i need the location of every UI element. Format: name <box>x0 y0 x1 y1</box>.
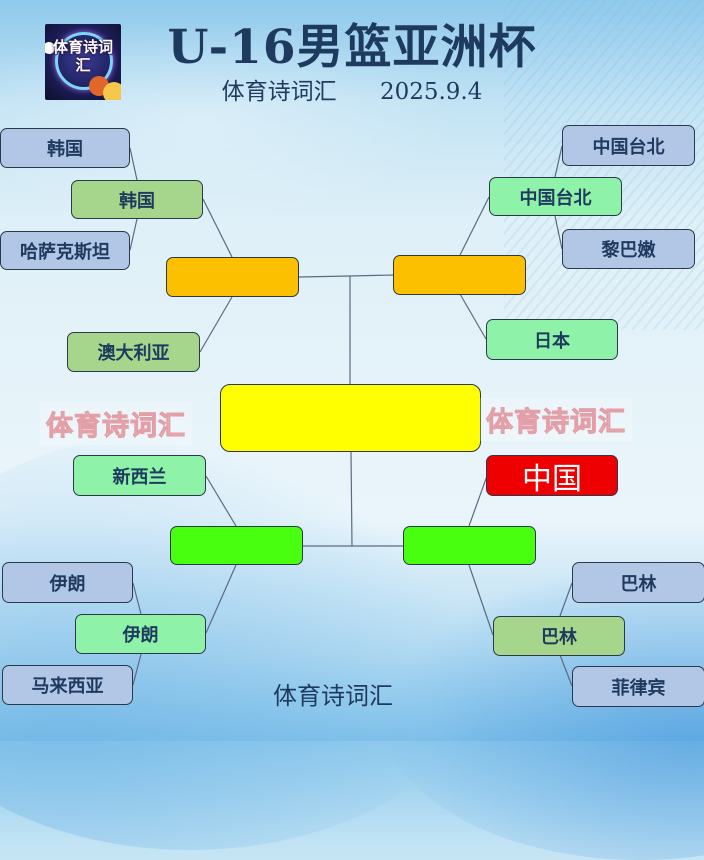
watermark-right: 体育诗词汇 <box>480 398 632 441</box>
team-round1-bl-2: 马来西亚 <box>2 665 133 705</box>
team-winner-tr: 中国台北 <box>489 177 622 216</box>
team-seed-bl: 新西兰 <box>73 455 206 496</box>
team-round1-tr-2: 黎巴嫩 <box>562 229 695 269</box>
team-seed-tl: 澳大利亚 <box>67 332 200 372</box>
semifinal-slot-tl <box>166 257 299 297</box>
semifinal-slot-br <box>403 526 536 565</box>
brand-logo: 体育诗词汇 <box>45 24 121 100</box>
soccer-ball-icon <box>45 42 55 54</box>
footer-brand: 体育诗词汇 <box>273 682 393 710</box>
team-round1-tr-1: 中国台北 <box>562 125 695 166</box>
team-round1-tl-2: 哈萨克斯坦 <box>0 231 130 270</box>
team-winner-tl: 韩国 <box>71 180 203 219</box>
final-slot <box>220 384 481 452</box>
page-title: U-16男篮亚洲杯 <box>167 20 537 75</box>
team-winner-bl: 伊朗 <box>75 614 206 654</box>
team-seed-tr: 日本 <box>486 319 618 360</box>
brand-name: 体育诗词汇 <box>221 79 337 105</box>
date: 2025.9.4 <box>379 79 483 105</box>
team-winner-br: 巴林 <box>493 616 625 656</box>
subtitle: 体育诗词汇 2025.9.4 <box>0 72 704 106</box>
team-round1-tl-1: 韩国 <box>0 128 130 168</box>
logo-text: 体育诗词汇 <box>52 38 113 74</box>
team-seed-br-highlight: 中国 <box>486 455 618 497</box>
semifinal-slot-bl <box>170 526 303 565</box>
team-round1-bl-1: 伊朗 <box>2 562 133 603</box>
team-round1-br-2: 菲律宾 <box>572 666 704 707</box>
team-round1-br-1: 巴林 <box>572 562 704 603</box>
semifinal-slot-tr <box>393 255 526 295</box>
bracket-connectors <box>129 145 573 687</box>
watermark-left: 体育诗词汇 <box>40 402 192 445</box>
logo-ring <box>55 32 113 90</box>
volleyball-icon <box>103 82 121 100</box>
